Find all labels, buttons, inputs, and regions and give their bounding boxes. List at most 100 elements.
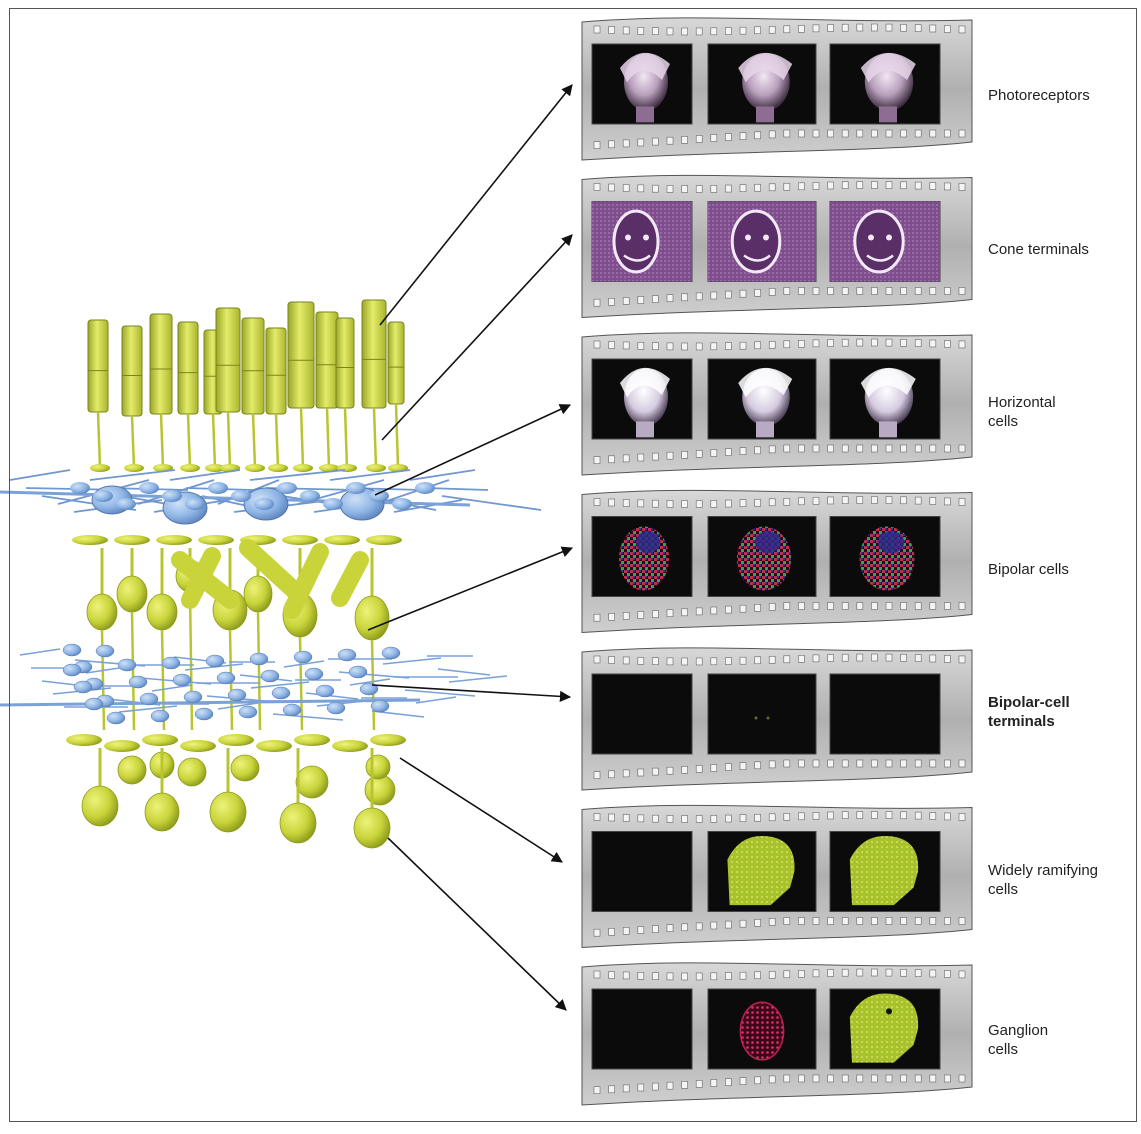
frame-window bbox=[830, 674, 940, 754]
sprocket-hole bbox=[755, 814, 761, 821]
bipolar-elongated-cell bbox=[340, 560, 360, 598]
sprocket-hole bbox=[623, 184, 629, 191]
sprocket-hole bbox=[857, 182, 863, 189]
sprocket-hole bbox=[871, 760, 877, 767]
sprocket-hole bbox=[725, 764, 731, 771]
sprocket-hole bbox=[769, 603, 775, 610]
pointer-lines bbox=[368, 85, 572, 1010]
bipolar-dendritic-plate bbox=[324, 535, 360, 545]
horizontal-dendrite bbox=[250, 470, 345, 480]
sprocket-hole bbox=[798, 813, 804, 820]
sprocket-hole bbox=[755, 132, 761, 139]
horizontal-blob bbox=[116, 498, 136, 510]
sprocket-hole bbox=[609, 184, 615, 191]
sprocket-hole bbox=[667, 295, 673, 302]
photoreceptor-axon bbox=[327, 408, 329, 468]
sprocket-hole bbox=[959, 341, 965, 348]
sprocket-hole bbox=[784, 918, 790, 925]
sprocket-hole bbox=[930, 340, 936, 347]
sprocket-hole bbox=[652, 926, 658, 933]
sprocket-hole bbox=[944, 340, 950, 347]
photoreceptor-foot bbox=[180, 464, 200, 472]
sprocket-hole bbox=[740, 815, 746, 822]
sprocket-hole bbox=[871, 918, 877, 925]
small-ganglion-body bbox=[366, 755, 390, 779]
sprocket-hole bbox=[798, 130, 804, 137]
photoreceptor-outer-segment bbox=[216, 308, 240, 412]
amacrine-blob bbox=[316, 685, 334, 697]
ganglion-dendrite-plate bbox=[332, 740, 368, 752]
sprocket-hole bbox=[652, 658, 658, 665]
sprocket-hole bbox=[594, 341, 600, 348]
sprocket-hole bbox=[798, 288, 804, 295]
sprocket-hole bbox=[930, 603, 936, 610]
sprocket-hole bbox=[740, 290, 746, 297]
sprocket-hole bbox=[696, 815, 702, 822]
sprocket-hole bbox=[682, 609, 688, 616]
sprocket-hole bbox=[857, 497, 863, 504]
amacrine-blob bbox=[250, 653, 268, 665]
sprocket-hole bbox=[857, 445, 863, 452]
sprocket-hole bbox=[886, 1075, 892, 1082]
sprocket-hole bbox=[901, 497, 907, 504]
sprocket-hole bbox=[725, 606, 731, 613]
amacrine-blob bbox=[283, 704, 301, 716]
photoreceptor-outer-segment bbox=[242, 318, 264, 414]
sprocket-hole bbox=[696, 28, 702, 35]
photoreceptor-axon bbox=[98, 412, 100, 468]
sprocket-hole bbox=[711, 343, 717, 350]
sprocket-hole bbox=[886, 130, 892, 137]
sprocket-hole bbox=[886, 288, 892, 295]
sprocket-hole bbox=[784, 26, 790, 33]
sprocket-hole bbox=[842, 288, 848, 295]
small-ganglion-body bbox=[231, 755, 259, 781]
sprocket-hole bbox=[740, 763, 746, 770]
small-ganglion-body bbox=[365, 775, 395, 805]
sprocket-hole bbox=[725, 291, 731, 298]
sprocket-hole bbox=[638, 657, 644, 664]
small-ganglion-body bbox=[118, 756, 146, 784]
sprocket-hole bbox=[784, 971, 790, 978]
sprocket-hole bbox=[652, 611, 658, 618]
sprocket-hole bbox=[755, 657, 761, 664]
film-frame-1 bbox=[592, 674, 692, 754]
ganglion-dendrite-plate bbox=[180, 740, 216, 752]
sprocket-hole bbox=[886, 24, 892, 31]
sprocket-hole bbox=[755, 762, 761, 769]
filmstrip-3 bbox=[582, 333, 972, 475]
sprocket-hole bbox=[667, 185, 673, 192]
amacrine-process bbox=[152, 685, 192, 691]
amacrine-blob bbox=[305, 668, 323, 680]
sprocket-hole bbox=[857, 130, 863, 137]
amacrine-blob bbox=[239, 706, 257, 718]
sprocket-hole bbox=[944, 498, 950, 505]
amacrine-blob bbox=[382, 647, 400, 659]
horizontal-blob bbox=[139, 482, 159, 494]
sprocket-hole bbox=[930, 182, 936, 189]
sprocket-hole bbox=[682, 924, 688, 931]
bipolar-dendritic-plate bbox=[72, 535, 108, 545]
amacrine-blob bbox=[228, 689, 246, 701]
sprocket-hole bbox=[696, 765, 702, 772]
amacrine-process bbox=[273, 714, 343, 720]
sprocket-hole bbox=[652, 185, 658, 192]
sprocket-hole bbox=[813, 1075, 819, 1082]
sprocket-hole bbox=[667, 767, 673, 774]
sprocket-hole bbox=[638, 769, 644, 776]
sprocket-hole bbox=[652, 768, 658, 775]
amacrine-blob bbox=[294, 651, 312, 663]
sprocket-hole bbox=[652, 1083, 658, 1090]
horizontal-blob bbox=[254, 498, 274, 510]
filmstrip-6 bbox=[582, 805, 972, 947]
film-frame-1 bbox=[592, 989, 692, 1069]
film-frame-1 bbox=[592, 832, 692, 912]
sprocket-hole bbox=[623, 455, 629, 462]
sprocket-hole bbox=[871, 288, 877, 295]
sprocket-hole bbox=[828, 339, 834, 346]
sprocket-hole bbox=[886, 760, 892, 767]
sprocket-hole bbox=[857, 288, 863, 295]
sprocket-hole bbox=[638, 139, 644, 146]
sprocket-hole bbox=[609, 928, 615, 935]
sprocket-hole bbox=[886, 603, 892, 610]
